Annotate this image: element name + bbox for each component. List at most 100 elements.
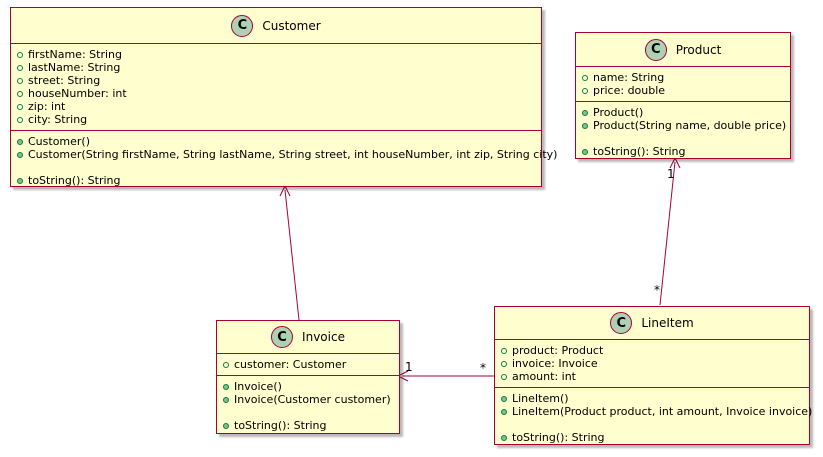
lineitem-methods: LineItem() LineItem(Product product, int… [495,387,812,448]
method-text: toString(): String [28,174,121,187]
class-badge-icon: C [271,326,294,348]
field-row: firstName: String [17,48,535,61]
invoice-customer-line [284,189,300,321]
field-text: product: Product [512,344,604,357]
method-text: toString(): String [593,145,686,158]
method-text: Product() [593,106,644,119]
method-row: Customer() [17,135,535,148]
field-text: street: String [28,74,101,87]
public-method-icon [223,422,229,429]
public-field-icon [582,87,588,94]
class-invoice-header: C Invoice [217,321,399,354]
method-text: toString(): String [512,431,605,444]
method-text: toString(): String [234,419,327,432]
method-row: toString(): String [223,419,393,432]
method-row: Product() [582,106,784,119]
method-row: toString(): String [17,174,535,187]
public-method-icon [582,109,588,116]
method-row: LineItem() [501,392,803,405]
public-field-icon [17,103,23,110]
method-row: Invoice() [223,380,393,393]
public-field-icon [501,373,507,380]
field-text: price: double [593,84,666,97]
invoice-methods: Invoice() Invoice(Customer customer) toS… [217,375,399,436]
method-text: Customer(String firstName, String lastNa… [28,148,558,161]
public-method-icon [501,434,507,441]
method-row: Customer(String firstName, String lastNa… [17,148,557,161]
field-row: price: double [582,84,784,97]
lineitem-product-line [659,161,676,306]
public-field-icon [223,361,229,368]
mult-product-one: 1 [667,167,675,181]
public-field-icon [17,51,23,58]
method-text: LineItem() [512,392,569,405]
public-field-icon [582,74,588,81]
class-customer[interactable]: C Customer firstName: String lastName: S… [10,7,557,187]
class-customer-header: C Customer [11,8,541,44]
method-row: LineItem(Product product, int amount, In… [501,405,812,418]
method-row: toString(): String [582,145,784,158]
method-text: Invoice(Customer customer) [234,393,391,406]
field-row: invoice: Invoice [501,357,803,370]
class-badge-icon: C [231,14,254,37]
method-text: Invoice() [234,380,282,393]
field-row: amount: int [501,370,803,383]
public-method-icon [223,396,229,403]
lineitem-fields: product: Product invoice: Invoice amount… [495,340,809,387]
field-text: zip: int [28,100,66,113]
public-method-icon [17,177,23,184]
public-field-icon [501,360,507,367]
field-text: houseNumber: int [28,87,127,100]
field-row: product: Product [501,344,803,357]
method-row: Product(String name, double price) [582,119,787,132]
public-method-icon [582,148,588,155]
class-invoice[interactable]: C Invoice customer: Customer Invoice() I… [216,320,400,434]
field-text: lastName: String [28,61,121,74]
customer-methods: Customer() Customer(String firstName, St… [11,130,557,191]
public-method-icon [501,408,507,415]
field-row: customer: Customer [223,358,393,371]
mult-invoice-one: 1 [405,360,413,374]
class-product[interactable]: C Product name: String price: double Pro… [575,32,791,159]
field-row: city: String [17,113,535,126]
method-text: LineItem(Product product, int amount, In… [512,405,813,418]
method-text: Product(String name, double price) [593,119,787,132]
field-row: houseNumber: int [17,87,535,100]
field-row: name: String [582,71,784,84]
field-text: name: String [593,71,665,84]
field-text: city: String [28,113,88,126]
public-method-icon [582,122,588,129]
product-methods: Product() Product(String name, double pr… [576,101,790,162]
class-invoice-name: Invoice [302,330,345,344]
public-field-icon [17,77,23,84]
product-fields: name: String price: double [576,67,790,101]
class-customer-name: Customer [262,18,321,33]
field-text: customer: Customer [234,358,347,371]
public-method-icon [17,138,23,145]
mult-lineitem-product-many: * [654,283,660,297]
class-badge-icon: C [644,38,667,61]
class-product-header: C Product [576,33,790,67]
method-row: Invoice(Customer customer) [223,393,393,406]
method-text: Customer() [28,135,91,148]
public-method-icon [501,395,507,402]
method-row: toString(): String [501,431,803,444]
field-row: lastName: String [17,61,535,74]
class-lineitem[interactable]: C LineItem product: Product invoice: Inv… [494,306,812,448]
public-method-icon [17,151,23,158]
public-field-icon [17,64,23,71]
class-product-name: Product [675,42,722,57]
field-row: zip: int [17,100,535,113]
customer-fields: firstName: String lastName: String stree… [11,44,541,130]
class-badge-icon: C [610,312,633,334]
field-text: invoice: Invoice [512,357,598,370]
field-row: street: String [17,74,535,87]
public-field-icon [17,90,23,97]
class-lineitem-name: LineItem [641,316,694,330]
field-text: firstName: String [28,48,122,61]
field-text: amount: int [512,370,576,383]
public-field-icon [17,116,23,123]
public-field-icon [501,347,507,354]
mult-lineitem-invoice-many: * [480,361,486,375]
